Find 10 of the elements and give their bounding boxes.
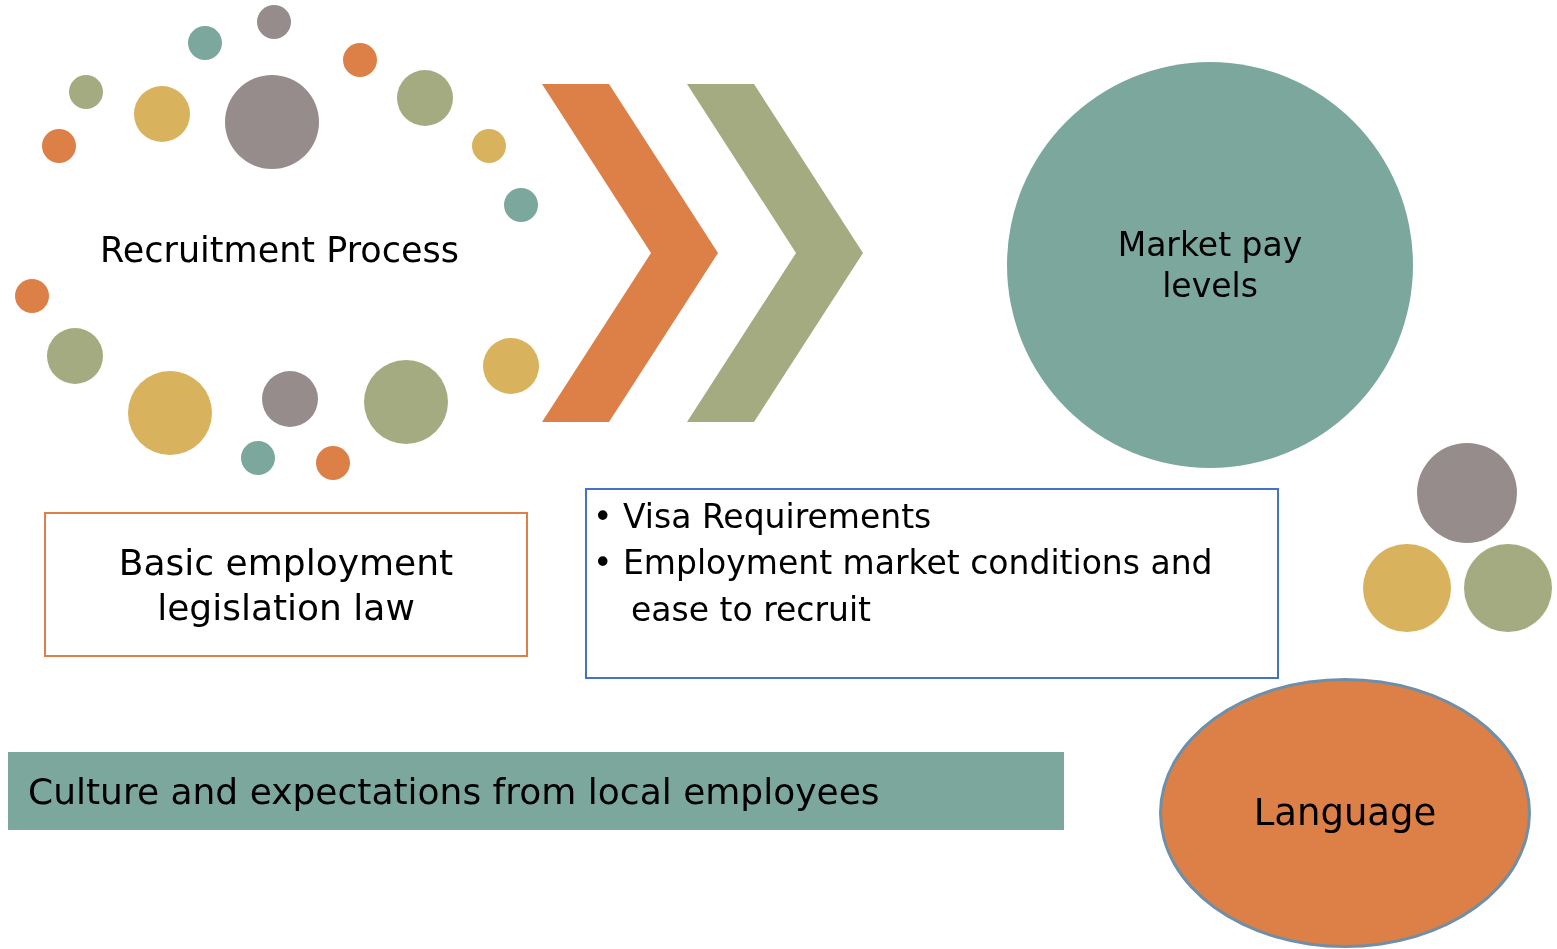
text-box (44, 512, 528, 657)
bullet-item: • Visa Requirements (592, 496, 933, 539)
banner-band (8, 752, 1064, 830)
node-text: Language (1252, 789, 1438, 836)
node-text: Market pay levels (1116, 223, 1304, 307)
bullet-item: • Employment market conditions and ease to recruit (592, 542, 1214, 631)
node-text: Basic employment legislation law (117, 540, 455, 630)
node-text: Culture and expectations from local employees (28, 769, 881, 814)
heading-text: Recruitment Process (100, 230, 459, 270)
bullet-box (585, 488, 1279, 679)
